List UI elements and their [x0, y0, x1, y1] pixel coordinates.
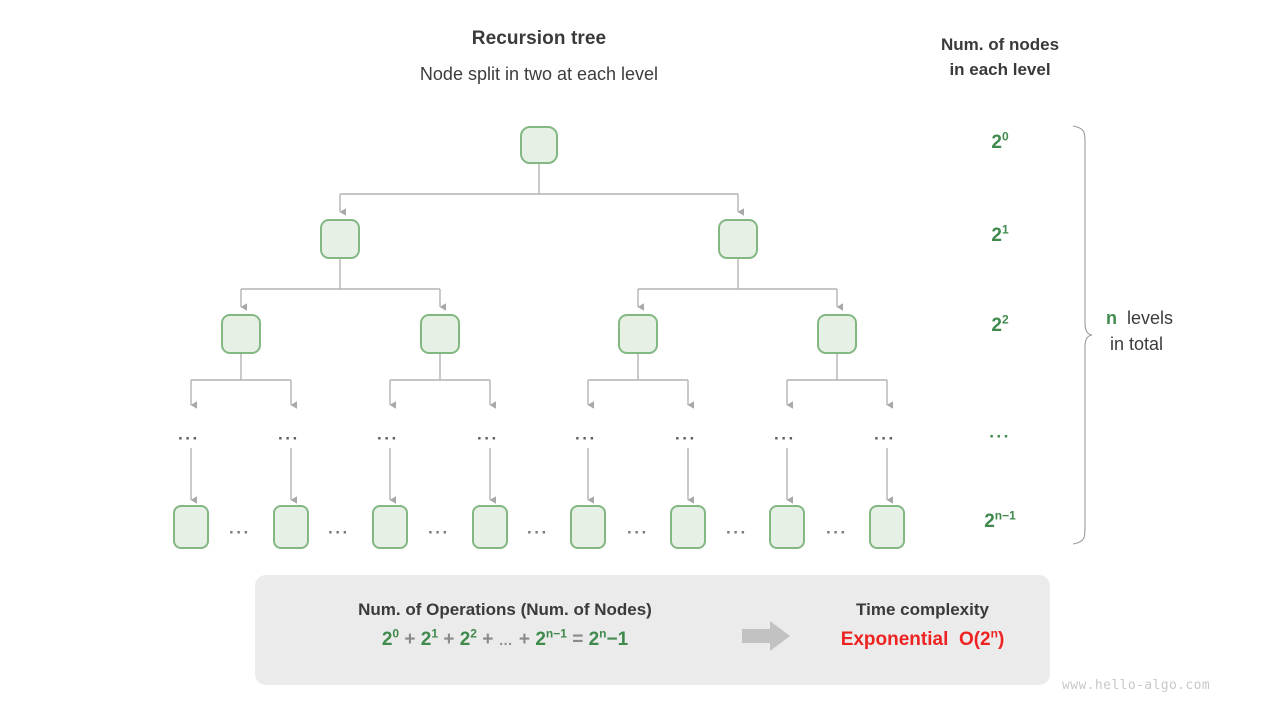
tree-node	[618, 314, 658, 354]
formula-term-1: 21	[420, 626, 439, 650]
tree-node	[472, 505, 508, 549]
level-ellipsis: ···	[575, 429, 597, 448]
formula-term-3: 2n−1	[535, 626, 567, 650]
level-count-0-exp: 0	[1001, 129, 1009, 144]
operations-formula: 20 + 21 + 22 + … + 2n−1 = 2n−1	[285, 626, 725, 651]
tree-node	[273, 505, 309, 549]
formula-equals: =	[572, 629, 584, 650]
level-count-1-base: 2	[991, 225, 1002, 246]
level-count-2-base: 2	[991, 315, 1002, 336]
level-count-3: ···	[989, 427, 1011, 446]
level-count-2-exp: 2	[1001, 312, 1009, 327]
level-count-4-base: 2	[984, 511, 995, 532]
tree-node	[420, 314, 460, 354]
level-ellipsis: ···	[675, 429, 697, 448]
level-count-4-exp: n−1	[994, 508, 1016, 523]
operations-heading: Num. of Operations (Num. of Nodes)	[358, 600, 652, 619]
complexity-heading: Time complexity	[856, 600, 989, 619]
level-ellipsis: ···	[178, 429, 200, 448]
tree-node	[869, 505, 905, 549]
counts-column-title: Num. of nodes in each level	[900, 32, 1100, 82]
bottom-row-ellipsis: ···	[826, 523, 848, 542]
complexity-value: Exponential O(2n)	[800, 626, 1045, 651]
complexity-name: Exponential	[840, 629, 949, 650]
level-count-0-base: 2	[991, 132, 1002, 153]
level-ellipsis: ···	[477, 429, 499, 448]
formula-ellipsis: …	[498, 632, 514, 648]
tree-node	[817, 314, 857, 354]
level-count-1: 21	[940, 222, 1060, 247]
total-levels-line2: in total	[1110, 334, 1164, 354]
level-count-2: 22	[940, 312, 1060, 337]
bottom-row-ellipsis: ···	[527, 523, 549, 542]
bottom-row-ellipsis: ···	[726, 523, 748, 542]
bottom-row-ellipsis: ···	[229, 523, 251, 542]
formula-op-1: +	[404, 629, 416, 650]
levels-brace	[1072, 125, 1093, 545]
summary-panel	[255, 575, 1050, 685]
formula-op-4: +	[518, 629, 531, 650]
tree-node	[570, 505, 606, 549]
complexity-summary: Time complexity Exponential O(2n)	[800, 600, 1045, 651]
tree-node	[173, 505, 209, 549]
counts-column-title-line2: in each level	[949, 60, 1051, 79]
tree-node	[221, 314, 261, 354]
total-levels-line1: levels	[1127, 308, 1174, 328]
level-count-4: 2n−1	[940, 508, 1060, 533]
formula-op-2: +	[443, 629, 455, 650]
level-count-1-exp: 1	[1001, 222, 1009, 237]
right-arrow-icon	[742, 621, 790, 651]
level-ellipsis: ···	[278, 429, 300, 448]
counts-column-title-line1: Num. of nodes	[940, 35, 1060, 54]
formula-result: 2n−1	[588, 626, 629, 650]
total-levels-variable: n	[1106, 308, 1117, 328]
tree-node	[670, 505, 706, 549]
tree-node	[718, 219, 758, 259]
level-ellipsis: ···	[874, 429, 896, 448]
tree-node	[372, 505, 408, 549]
page-title: Recursion tree	[471, 28, 607, 49]
tree-node	[320, 219, 360, 259]
bottom-row-ellipsis: ···	[627, 523, 649, 542]
total-levels-label: n levels in total	[1106, 305, 1256, 357]
complexity-big-o: O(2n)	[958, 626, 1005, 650]
page-subtitle: Node split in two at each level	[419, 64, 659, 84]
formula-op-3: +	[482, 629, 494, 650]
formula-term-0: 20	[381, 626, 400, 650]
formula-term-2: 22	[459, 626, 477, 650]
level-count-0: 20	[940, 129, 1060, 154]
tree-node	[769, 505, 805, 549]
bottom-row-ellipsis: ···	[328, 523, 350, 542]
watermark: www.hello-algo.com	[1062, 678, 1211, 693]
level-ellipsis: ···	[774, 429, 796, 448]
operations-summary: Num. of Operations (Num. of Nodes) 20 + …	[285, 600, 725, 651]
tree-node	[520, 126, 558, 164]
bottom-row-ellipsis: ···	[428, 523, 450, 542]
level-ellipsis: ···	[377, 429, 399, 448]
